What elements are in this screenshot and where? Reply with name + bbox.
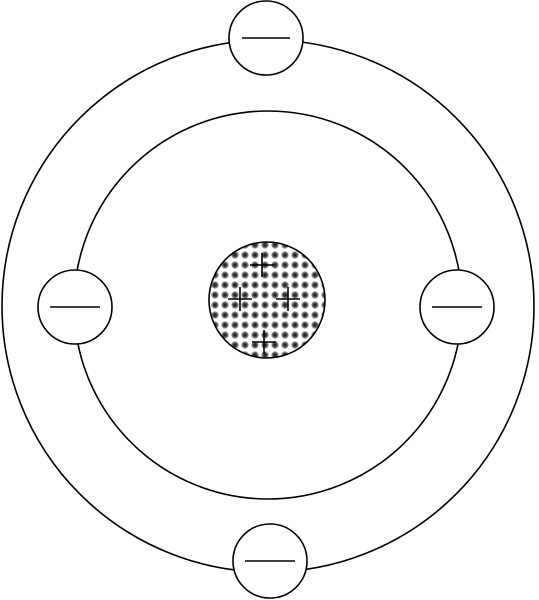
proton-symbols (228, 253, 300, 354)
electron (37, 269, 113, 345)
proton-plus-sign (276, 287, 300, 311)
electron (232, 523, 308, 599)
nucleus (208, 241, 326, 359)
nucleus-body (208, 241, 326, 359)
proton-plus-sign (250, 253, 274, 277)
proton-plus-sign (228, 287, 252, 311)
electron (419, 269, 495, 345)
electron (228, 0, 304, 76)
proton-plus-sign (252, 330, 276, 354)
